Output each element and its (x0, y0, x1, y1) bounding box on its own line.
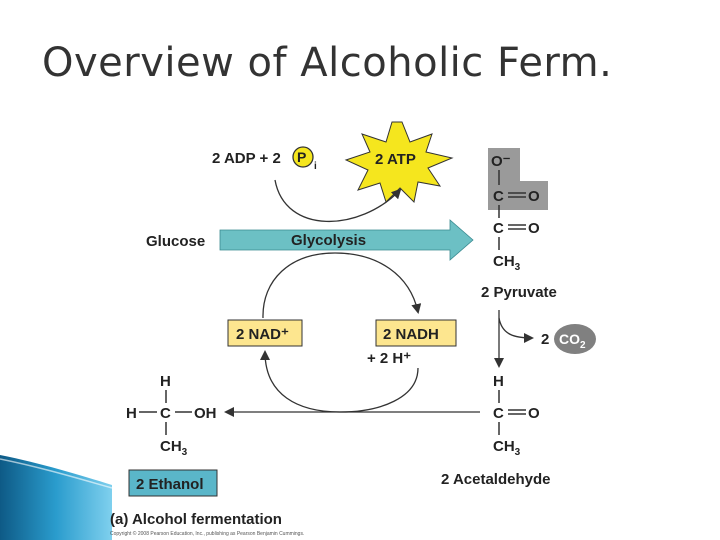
acetaldehyde-o: O (528, 405, 540, 422)
glycolysis-label: Glycolysis (291, 232, 366, 249)
ethanol-c: C (160, 405, 171, 422)
phosphate-subscript: i (314, 161, 317, 172)
protons-label: + 2 H⁺ (367, 350, 411, 367)
adp-label: 2 ADP + 2 (212, 150, 281, 167)
nadh-box (375, 319, 457, 347)
figure-caption: (a) Alcohol fermentation (110, 511, 282, 528)
nad-box (227, 319, 303, 347)
glycolysis-arrow (219, 219, 474, 261)
slide-swoosh-decoration (0, 455, 113, 540)
pyruvate-o-minus: O⁻ (491, 153, 511, 170)
pyruvate-name: 2 Pyruvate (481, 284, 557, 301)
pyruvate-c-mid: C (493, 220, 504, 237)
pyruvate-carboxyl-highlight (488, 148, 548, 210)
ethanol-box (128, 469, 218, 497)
co2-prefix: 2 (541, 331, 549, 348)
ethanol-oh: OH (194, 405, 217, 422)
ethanol-ch3: CH3 (160, 438, 188, 458)
phosphate-symbol: P (297, 149, 306, 165)
pyruvate-c-top: C (493, 188, 504, 205)
nad-reduction-arrow (262, 252, 422, 319)
atp-label: 2 ATP (375, 151, 416, 168)
slide-title: Overview of Alcoholic Ferm. (42, 40, 613, 86)
glucose-label: Glucose (146, 233, 205, 250)
nad-label: 2 NAD⁺ (236, 326, 289, 343)
acetaldehyde-ch3: CH3 (493, 438, 521, 458)
ethanol-name: 2 Ethanol (136, 476, 204, 493)
pyruvate-o-top: O (528, 188, 540, 205)
nadh-label: 2 NADH (383, 326, 439, 343)
co2-release-arrow (498, 317, 534, 343)
pyruvate-o-mid: O (528, 220, 540, 237)
co2-ellipse (554, 324, 596, 354)
phosphate-circle (292, 146, 314, 168)
acetaldehyde-c: C (493, 405, 504, 422)
acetaldehyde-h: H (493, 373, 504, 390)
co2-label: CO2 (559, 331, 586, 351)
pyruvate-ch3: CH3 (493, 253, 521, 273)
acetaldehyde-name: 2 Acetaldehyde (441, 471, 551, 488)
atp-synthesis-arrow (274, 179, 402, 223)
copyright-notice: Copyright © 2008 Pearson Education, Inc.… (110, 531, 305, 537)
ethanol-h-top: H (160, 373, 171, 390)
ethanol-h-left: H (126, 405, 137, 422)
